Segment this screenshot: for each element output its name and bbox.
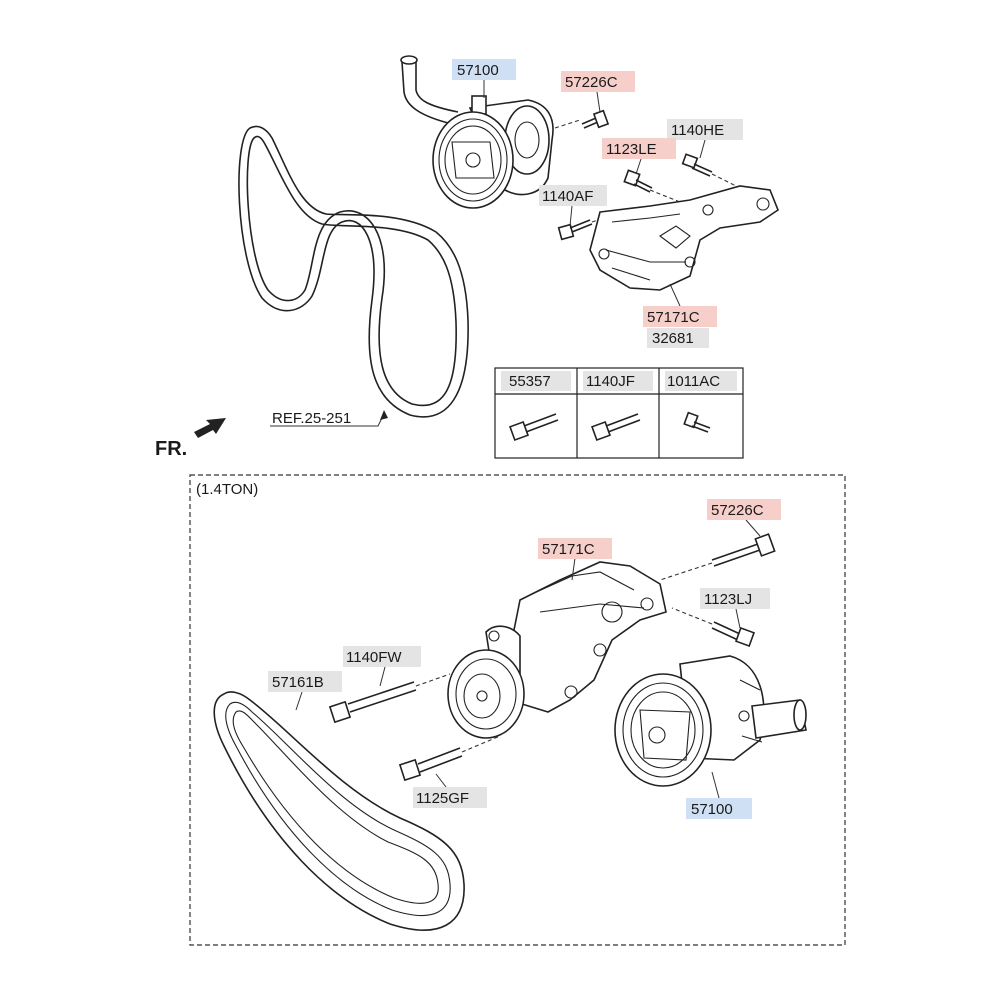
top-bracket-drawing [589, 185, 779, 291]
top-power-steering-pump [400, 55, 554, 209]
label-bg-1140fw [343, 646, 421, 667]
variant-frame [189, 474, 846, 946]
table-bolt-1011ac-icon [683, 411, 711, 433]
label-bolt-1123lj: 1123LJ [704, 591, 752, 608]
table-header-1011ac: 1011AC [667, 373, 720, 390]
bottom-power-steering-pump [614, 655, 807, 787]
label-bg-bottom-57171c [538, 538, 612, 559]
label-belt-57161b: 57161B [272, 674, 324, 691]
front-marker-label: FR. [155, 438, 187, 460]
label-bg-1125gf [413, 787, 487, 808]
front-arrow-icon [194, 418, 226, 438]
label-bolt-1140fw: 1140FW [346, 649, 402, 666]
label-bolt-1125gf: 1125GF [416, 790, 469, 807]
label-bg-32681 [647, 328, 709, 348]
bottom-bolt-57226c-drawing [659, 533, 776, 581]
label-belt-ref: REF.25-251 [272, 410, 351, 427]
table-bolt-55357-icon [509, 413, 559, 441]
top-bolt-1123le-drawing [623, 169, 691, 207]
label-top-pump-57100: 57100 [457, 62, 499, 79]
label-bg-1123le [602, 138, 676, 159]
label-bracket-sub-32681: 32681 [652, 330, 694, 347]
label-bg-57161b [268, 671, 342, 692]
label-bg-1140af [539, 185, 607, 206]
label-bg-1123lj [700, 588, 770, 609]
table-bolt-1140jf-icon [591, 413, 641, 441]
label-bg-1140he [667, 119, 743, 140]
label-top-bracket-57171c: 57171C [647, 309, 700, 326]
label-bg-bottom-57226c [707, 499, 781, 520]
label-bg-bottom-57100 [686, 798, 752, 819]
label-bottom-bolt-57226c: 57226C [711, 502, 764, 519]
label-top-bolt-57226c: 57226C [565, 74, 618, 91]
bottom-bolt-1140fw-drawing [328, 673, 451, 724]
top-labels: 57100 57226C 1140HE 1123LE 1140AF 57171C… [272, 59, 743, 427]
label-bolt-1140af: 1140AF [542, 188, 593, 205]
front-direction-marker: FR. [155, 418, 226, 460]
table-header-55357: 55357 [509, 373, 551, 390]
label-bolt-1123le: 1123LE [606, 141, 657, 158]
bottom-belt [213, 691, 465, 931]
label-bolt-1140he: 1140HE [671, 122, 724, 139]
parts-table: 55357 1140JF 1011AC [494, 367, 744, 459]
bottom-labels: 57226C 57171C 1123LJ 1140FW 57161B 1125G… [268, 499, 781, 819]
bottom-bolt-1125gf-drawing [398, 735, 501, 782]
bottom-idler-pulley [447, 649, 525, 739]
top-bolt-57226c-drawing [554, 109, 610, 129]
table-header-1140jf: 1140JF [586, 373, 635, 390]
label-bg-top-57100 [452, 59, 516, 80]
top-leaders [270, 80, 706, 427]
bottom-bolt-1123lj-drawing [671, 607, 755, 647]
label-bottom-bracket-57171c: 57171C [542, 541, 595, 558]
variant-frame-title: (1.4TON) [196, 481, 258, 498]
label-bg-top-57171c [643, 306, 717, 327]
bottom-leaders [295, 519, 761, 799]
label-bg-top-57226c [561, 71, 635, 92]
label-bottom-pump-57100: 57100 [691, 801, 733, 818]
top-belt [238, 125, 469, 418]
